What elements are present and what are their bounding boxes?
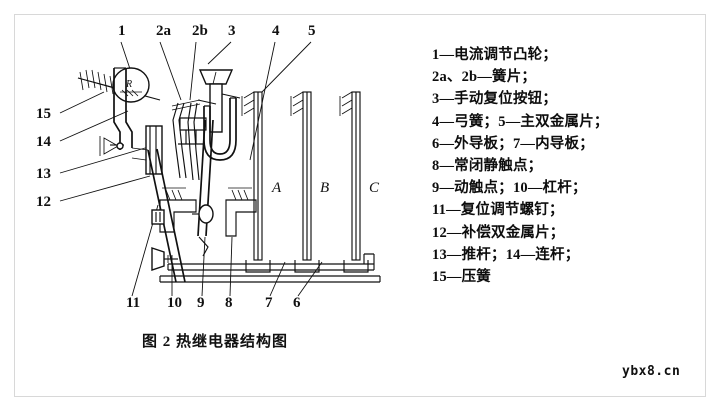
callout-14: 14 <box>36 134 52 150</box>
nc-stationary-contact <box>151 187 197 233</box>
callout-2a: 2a <box>156 23 172 39</box>
callout-15: 15 <box>36 106 51 122</box>
image-border <box>14 14 706 397</box>
legend-item-1: 1—电流调节凸轮； <box>432 47 558 63</box>
moving-contact <box>192 204 214 224</box>
phase-label-C: C <box>369 180 380 196</box>
legend-item-5: 6—外导板；7—内导板； <box>432 135 594 152</box>
figure-caption: 图 2 热继电器结构图 <box>141 334 288 350</box>
leader-5 <box>261 41 312 93</box>
callout-13: 13 <box>36 166 51 182</box>
legend-item-4: 4—弓簧；5—主双金属片； <box>432 113 609 130</box>
leader-12 <box>59 175 151 202</box>
upper-contact-bracket <box>178 117 207 145</box>
leader-13 <box>59 145 153 174</box>
legend-item-9: 12—补偿双金属片； <box>432 224 565 241</box>
leader-15 <box>59 91 105 114</box>
legend-item-6: 8—常闭静触点； <box>432 158 543 175</box>
connecting-rod <box>99 136 124 156</box>
callout-4: 4 <box>272 23 280 39</box>
callout-9: 9 <box>197 295 205 311</box>
leader-8 <box>229 236 233 297</box>
cam-glyph: R <box>125 79 132 90</box>
phase-label-B: B <box>320 180 329 196</box>
leader-9 <box>201 236 206 297</box>
reset-adjust-screw <box>151 247 178 271</box>
leader-2b <box>189 41 197 101</box>
guide-plate-assembly <box>159 253 381 283</box>
cam-lever-arm <box>113 67 133 150</box>
linkage-detail <box>131 147 149 151</box>
callout-2b: 2b <box>192 23 208 39</box>
legend-item-8: 11—复位调节螺钉； <box>432 202 564 219</box>
leader-3 <box>207 41 232 65</box>
main-bimetal-strips: A B C <box>241 91 380 261</box>
legend-item-7: 9—动触点；10—杠杆； <box>432 180 587 197</box>
callout-3: 3 <box>228 23 236 39</box>
callout-6: 6 <box>293 295 301 311</box>
spring-leaves <box>171 99 201 181</box>
legend-item-10: 13—推杆；14—连杆； <box>432 246 580 263</box>
legend-item-11: 15—压簧 <box>432 269 491 286</box>
legend-item-2: 2a、2b—簧片； <box>432 69 537 86</box>
legend-item-3: 3—手动复位按钮； <box>432 91 558 108</box>
callout-7: 7 <box>265 295 273 311</box>
phase-label-A: A <box>271 180 282 196</box>
site-watermark: ybx8.cn <box>622 364 681 379</box>
leader-6 <box>297 261 323 297</box>
bow-spring <box>197 93 241 161</box>
inner-guide-bracket <box>225 187 257 237</box>
leader-7 <box>269 261 286 297</box>
thermal-relay-schematic: 1 2a 2b 3 4 5 15 14 13 12 11 10 9 8 7 6 <box>36 23 381 311</box>
callout-12: 12 <box>36 194 51 210</box>
callout-11: 11 <box>126 295 140 311</box>
current-adjust-cam: R <box>112 67 150 103</box>
callout-8: 8 <box>225 295 233 311</box>
callout-1: 1 <box>118 23 126 39</box>
linkage-detail-2 <box>131 157 147 161</box>
callout-10: 10 <box>167 295 182 311</box>
leader-1 <box>120 41 132 73</box>
leader-2a <box>159 41 182 101</box>
callout-5: 5 <box>308 23 316 39</box>
leader-14 <box>59 110 129 142</box>
legend-list: 1—电流调节凸轮； 2a、2b—簧片； 3—手动复位按钮； 4—弓簧；5—主双金… <box>432 44 694 288</box>
